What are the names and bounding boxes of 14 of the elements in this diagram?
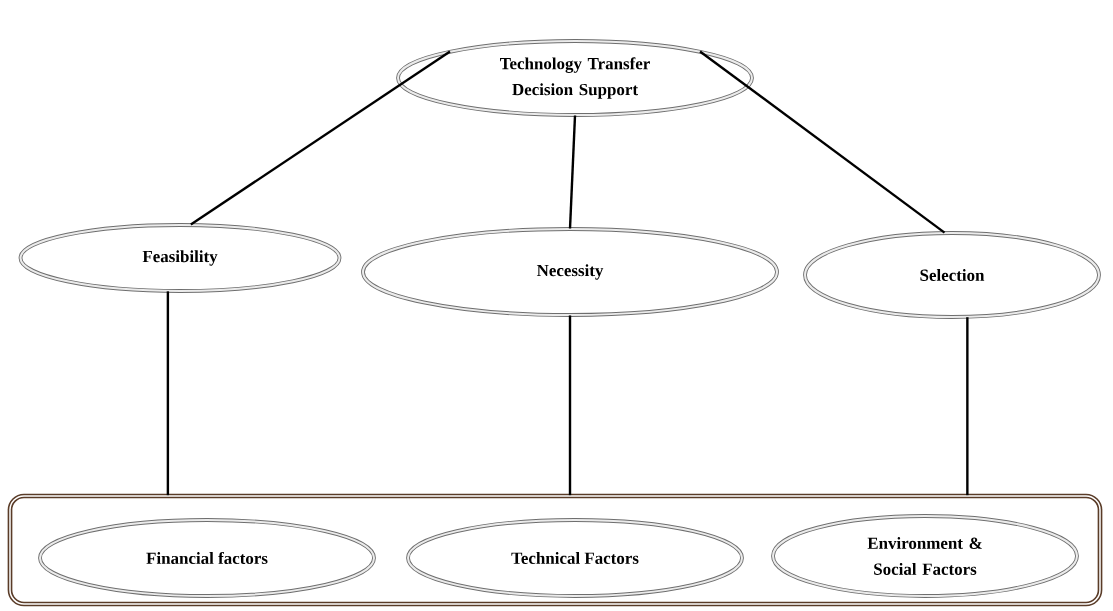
ellipse-node: Environment & Social Factors	[771, 514, 1079, 598]
ellipse-node: Technology Transfer Decision Support	[396, 39, 754, 117]
connector-line	[568, 315, 572, 496]
connector-line	[966, 317, 969, 496]
group-box	[7, 493, 1103, 607]
ellipse-node: Feasibility	[18, 223, 342, 293]
ellipse-node: Selection	[803, 231, 1101, 319]
ellipse-node: Necessity	[361, 227, 779, 317]
connector-line	[699, 50, 946, 234]
ellipse-node: Financial factors	[38, 518, 376, 598]
connector-line	[190, 50, 451, 226]
connector-line	[568, 115, 577, 229]
connector-line	[166, 291, 170, 496]
ellipse-node: Technical Factors	[406, 518, 744, 598]
